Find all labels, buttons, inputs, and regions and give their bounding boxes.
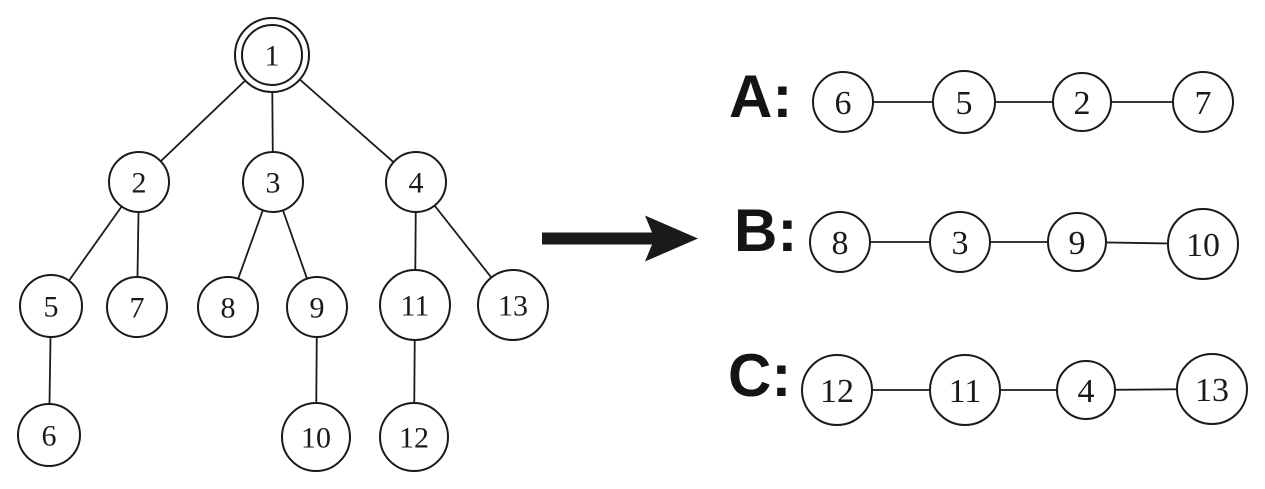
chain-a-node-label-7: 7 xyxy=(1195,85,1212,122)
tree-node-label-5: 5 xyxy=(44,291,59,324)
tree-node-label-13: 13 xyxy=(498,290,528,323)
chain-b-node-8: 8 xyxy=(809,211,871,273)
chain-a-node-7: 7 xyxy=(1172,71,1234,133)
tree-node-label-3: 3 xyxy=(266,167,281,200)
chain-b-node-9: 9 xyxy=(1047,212,1107,272)
tree-node-label-2: 2 xyxy=(132,167,147,200)
tree-node-3: 3 xyxy=(242,151,304,213)
tree-node-label-10: 10 xyxy=(301,422,331,455)
arrow-icon xyxy=(542,215,698,262)
tree-node-11: 11 xyxy=(379,269,451,341)
tree-node-6: 6 xyxy=(17,403,81,467)
chain-b-node-label-8: 8 xyxy=(832,225,849,262)
tree-node-13: 13 xyxy=(477,269,549,341)
chain-a-node-2: 2 xyxy=(1052,72,1112,132)
chain-a-node-5: 5 xyxy=(932,70,996,134)
tree-node-7: 7 xyxy=(106,276,168,338)
tree-node-8: 8 xyxy=(197,276,259,338)
tree-node-label-7: 7 xyxy=(130,292,145,325)
chain-b-node-label-3: 3 xyxy=(952,225,969,262)
chain-b-node-10: 10 xyxy=(1167,208,1239,280)
tree-node-label-12: 12 xyxy=(399,422,429,455)
chain-a-node-label-6: 6 xyxy=(835,85,852,122)
tree-node-label-11: 11 xyxy=(401,290,430,323)
chain-c-node-label-12: 12 xyxy=(820,373,854,410)
tree-node-5: 5 xyxy=(19,274,83,338)
chain-b-node-label-10: 10 xyxy=(1186,227,1220,264)
tree-node-label-8: 8 xyxy=(221,292,236,325)
chain-c-node-11: 11 xyxy=(929,354,1001,426)
chain-b-label: B: xyxy=(734,197,798,264)
tree-node-12: 12 xyxy=(379,402,449,472)
tree-node-9: 9 xyxy=(286,276,348,338)
chain-c-node-12: 12 xyxy=(801,354,873,426)
chain-c-node-13: 13 xyxy=(1176,353,1248,425)
chain-a-node-label-2: 2 xyxy=(1074,85,1091,122)
chain-b-graph: 8 3 9 10 xyxy=(809,208,1239,280)
chain-a-label: A: xyxy=(729,63,793,130)
tree-node-2: 2 xyxy=(108,151,170,213)
chain-b-node-3: 3 xyxy=(929,211,991,273)
chain-a-node-label-5: 5 xyxy=(956,85,973,122)
tree-node-10: 10 xyxy=(281,402,351,472)
chain-b-node-label-9: 9 xyxy=(1069,225,1086,262)
tree-node-label-6: 6 xyxy=(42,420,57,453)
tree-node-label-9: 9 xyxy=(310,292,325,325)
tree-node-1: 1 xyxy=(234,17,310,93)
chain-c-node-4: 4 xyxy=(1056,360,1116,420)
chain-c-label: C: xyxy=(728,342,792,409)
chain-a-node-6: 6 xyxy=(812,71,874,133)
tree-node-label-4: 4 xyxy=(409,167,424,200)
chain-c-node-label-13: 13 xyxy=(1195,372,1229,409)
chain-c-graph: 12 11 4 13 xyxy=(801,353,1248,426)
tree-node-4: 4 xyxy=(385,151,447,213)
tree-node-label-1: 1 xyxy=(265,40,280,73)
chain-c-node-label-11: 11 xyxy=(949,373,982,410)
chain-a-graph: 6 5 2 7 xyxy=(812,70,1234,134)
chain-c-node-label-4: 4 xyxy=(1078,373,1095,410)
